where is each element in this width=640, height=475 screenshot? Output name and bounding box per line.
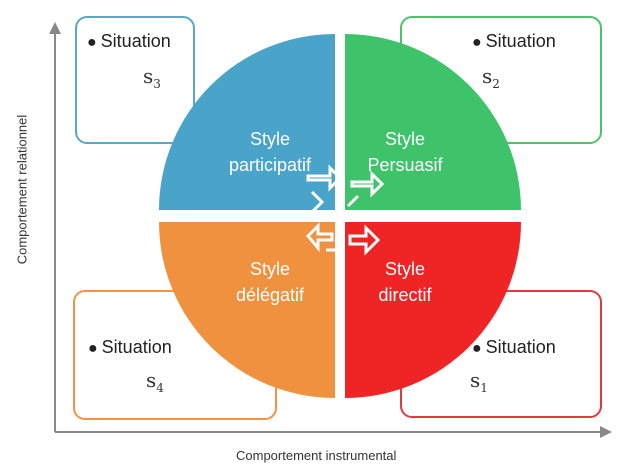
quadrant-label-line1: Style xyxy=(249,129,291,149)
quadrant-label-line1: Style xyxy=(384,259,426,279)
quadrant-persuasif xyxy=(345,34,521,210)
quadrant-label-line2: participatif xyxy=(228,155,312,175)
situation-label-s4: ●Situation xyxy=(88,337,172,357)
situation-box-s3 xyxy=(75,16,195,144)
quadrant-label-participatif: Style participatif xyxy=(200,126,340,178)
quadrant-label-line1: Style xyxy=(384,129,426,149)
quadrant-directif xyxy=(345,222,521,398)
quadrant-label-directif: Style directif xyxy=(335,256,475,308)
situation-var-s4: s4 xyxy=(146,368,164,395)
quadrant-participatif xyxy=(159,34,335,210)
situation-label-s1: ●Situation xyxy=(472,337,556,357)
y-axis-label: Comportement relationnel xyxy=(14,114,30,265)
bullet-icon: ● xyxy=(472,340,482,357)
quadrant-label-line2: directif xyxy=(378,285,432,305)
quadrant-label-delegatif: Style délégatif xyxy=(200,256,340,308)
bullet-icon: ● xyxy=(87,34,97,51)
situation-label-s2: ●Situation xyxy=(472,31,556,51)
y-axis-arrow xyxy=(49,22,61,34)
bullet-icon: ● xyxy=(472,34,482,51)
quadrant-delegatif xyxy=(159,222,335,398)
situation-var-s2: s2 xyxy=(482,64,500,91)
x-axis-arrow xyxy=(600,426,612,438)
quadrant-label-line2: Persuasif xyxy=(367,155,443,175)
puzzle-arrows-icon xyxy=(305,164,385,256)
bullet-icon: ● xyxy=(88,340,98,357)
quadrant-label-persuasif: Style Persuasif xyxy=(335,126,475,178)
quadrant-label-line2: délégatif xyxy=(235,285,305,305)
x-axis-label: Comportement instrumental xyxy=(236,448,397,463)
situation-var-s3: s3 xyxy=(143,64,161,91)
situation-var-s1: s1 xyxy=(470,368,488,395)
situation-label-s3: ●Situation xyxy=(87,31,171,51)
quadrant-label-line1: Style xyxy=(249,259,291,279)
